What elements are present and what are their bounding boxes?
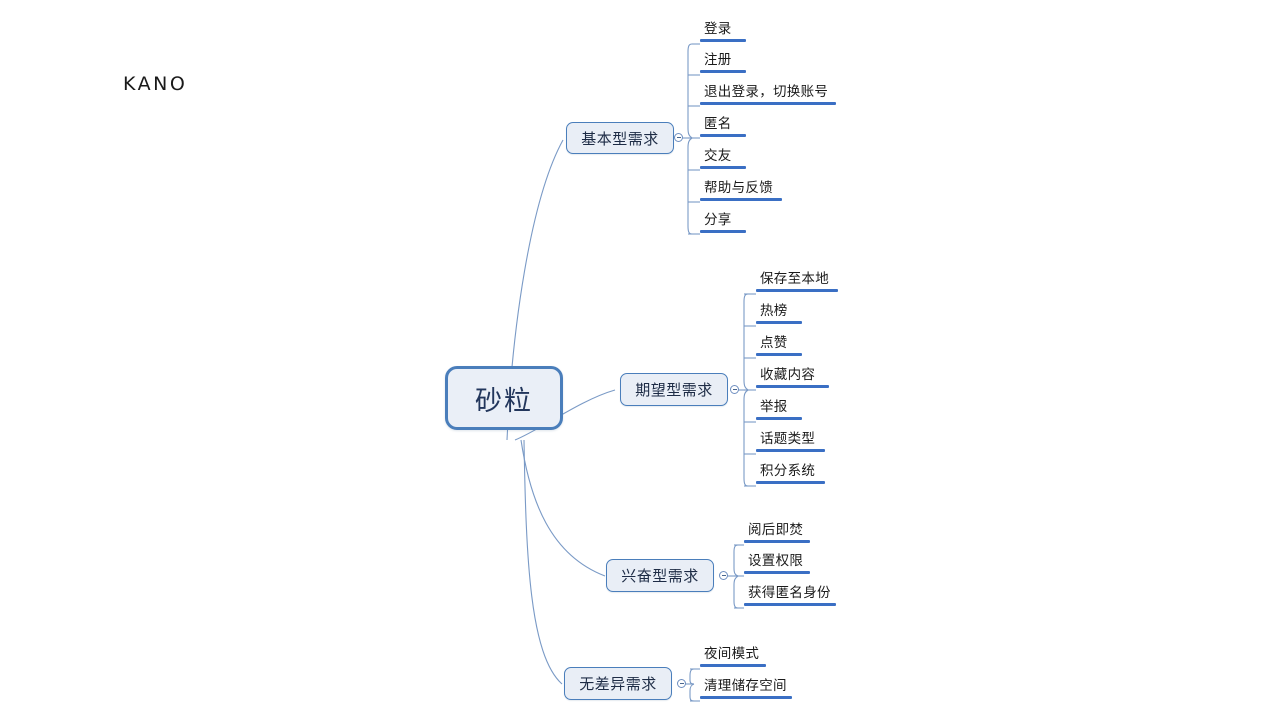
leaf-underline [756,321,802,324]
branch-node-excitement-label: 兴奋型需求 [621,567,699,585]
leaf-underline [700,39,746,42]
leaf-label: 收藏内容 [760,367,816,383]
leaf-item[interactable]: 注册 [700,52,746,73]
leaf-label: 点赞 [760,335,788,351]
leaf-item[interactable]: 获得匿名身份 [744,585,836,606]
branch-node-expected[interactable]: 期望型需求 [620,373,728,406]
leaf-underline [700,198,782,201]
leaf-label: 设置权限 [748,553,804,569]
branch-node-basic[interactable]: 基本型需求 [566,122,674,154]
leaf-label: 阅后即焚 [748,522,804,538]
leaf-label: 登录 [704,21,732,37]
leaf-label: 匿名 [704,116,732,132]
branch-node-basic-label: 基本型需求 [581,129,659,148]
leaf-label: 夜间模式 [704,646,760,662]
leaf-item[interactable]: 保存至本地 [756,271,838,292]
leaf-underline [756,417,802,420]
leaf-item[interactable]: 匿名 [700,116,746,137]
leaf-underline [756,353,802,356]
leaf-item[interactable]: 举报 [756,399,802,420]
leaf-item[interactable]: 清理储存空间 [700,678,792,699]
leaf-underline [744,603,836,606]
leaf-underline [700,102,836,105]
branch-node-indifferent[interactable]: 无差异需求 [564,667,672,700]
leaf-label: 分享 [704,212,732,228]
leaf-item[interactable]: 交友 [700,148,746,169]
leaf-item[interactable]: 收藏内容 [756,367,829,388]
leaf-item[interactable]: 分享 [700,212,746,233]
branch-node-indifferent-label: 无差异需求 [579,675,657,693]
leaf-item[interactable]: 登录 [700,21,746,42]
leaf-label: 举报 [760,399,788,415]
collapse-toggle-expected[interactable] [730,385,739,394]
leaf-label: 帮助与反馈 [704,180,773,196]
leaf-item[interactable]: 话题类型 [756,431,825,452]
leaf-item[interactable]: 点赞 [756,335,802,356]
leaf-underline [756,449,825,452]
leaf-underline [744,571,810,574]
leaf-item[interactable]: 设置权限 [744,553,810,574]
page-title: KANO [123,73,188,95]
collapse-toggle-excitement[interactable] [719,571,728,580]
leaf-item[interactable]: 阅后即焚 [744,522,810,543]
leaf-label: 获得匿名身份 [748,585,831,601]
leaf-label: 热榜 [760,303,788,319]
leaf-label: 话题类型 [760,431,816,447]
leaf-underline [756,289,838,292]
leaf-underline [700,166,746,169]
leaf-underline [756,385,829,388]
leaf-underline [756,481,825,484]
root-node-label: 砂粒 [475,385,533,417]
leaf-underline [700,230,746,233]
leaf-underline [700,70,746,73]
branch-node-expected-label: 期望型需求 [635,381,713,399]
leaf-label: 注册 [704,52,732,68]
leaf-underline [700,696,792,699]
leaf-label: 保存至本地 [760,271,829,287]
leaf-label: 积分系统 [760,463,816,479]
leaf-item[interactable]: 夜间模式 [700,646,766,667]
leaf-label: 清理储存空间 [704,678,787,694]
root-node[interactable]: 砂粒 [445,366,563,430]
leaf-item[interactable]: 帮助与反馈 [700,180,782,201]
leaf-label: 退出登录，切换账号 [704,84,829,100]
leaf-label: 交友 [704,148,732,164]
collapse-toggle-basic[interactable] [674,133,683,142]
collapse-toggle-indifferent[interactable] [677,679,686,688]
leaf-underline [700,664,766,667]
leaf-item[interactable]: 热榜 [756,303,802,324]
leaf-item[interactable]: 退出登录，切换账号 [700,84,836,105]
branch-node-excitement[interactable]: 兴奋型需求 [606,559,714,592]
leaf-item[interactable]: 积分系统 [756,463,825,484]
leaf-underline [744,540,810,543]
leaf-underline [700,134,746,137]
